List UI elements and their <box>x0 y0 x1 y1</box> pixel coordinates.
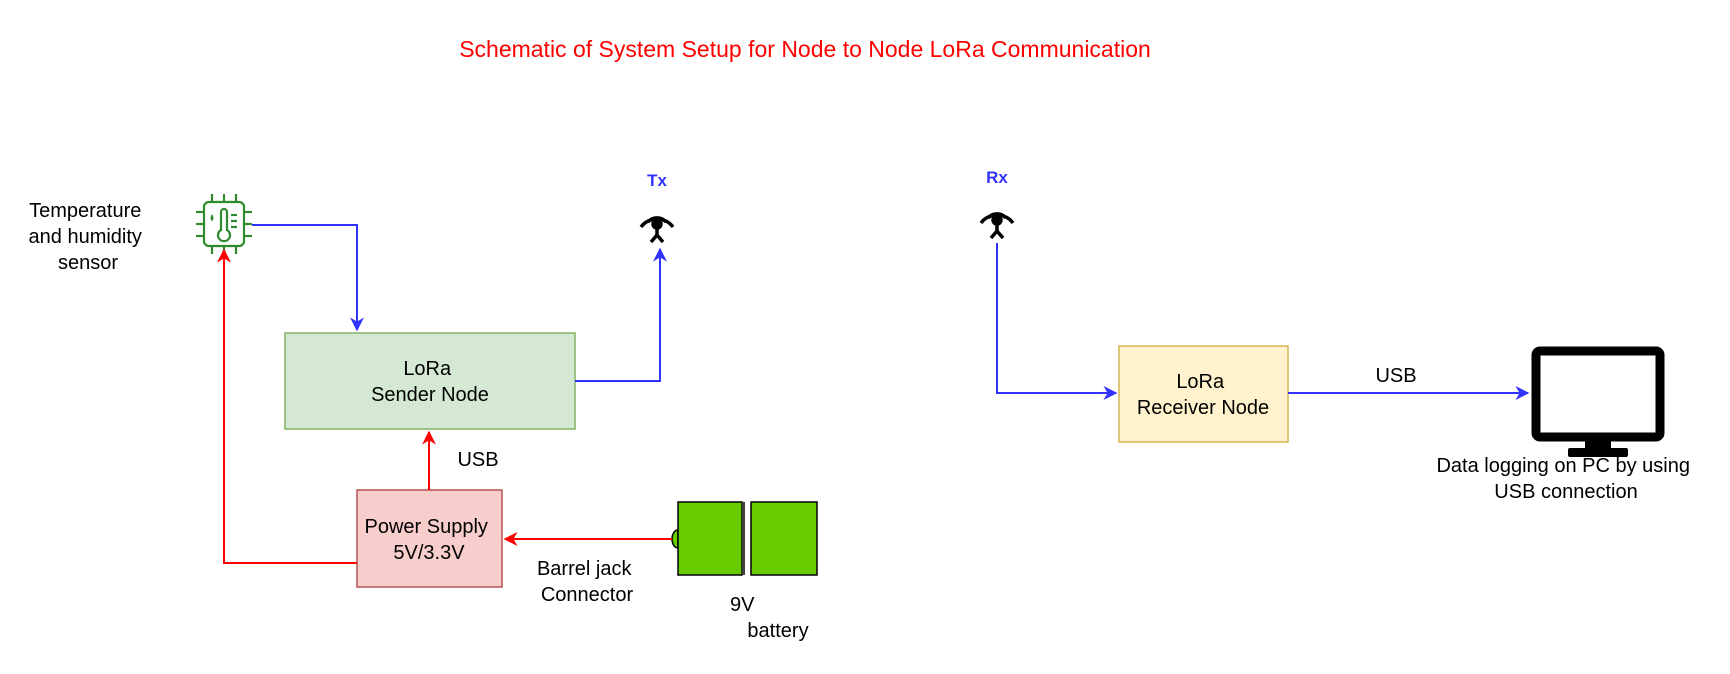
antenna-icon <box>979 212 1015 240</box>
usb-power-label: USB <box>457 449 498 471</box>
barrel-jack-label: Barrel jack Connector <box>537 558 637 606</box>
sensor-label: Temperature and humidity sensor <box>29 200 148 274</box>
receiver-node <box>1118 345 1289 443</box>
tx-label: Tx <box>647 171 667 190</box>
sender-node <box>284 332 576 430</box>
receiver-node-label: LoRa Receiver Node <box>1137 371 1269 419</box>
battery-icon <box>671 501 818 576</box>
sensor-to-sender-connector <box>252 224 364 332</box>
usb-pc-label: USB <box>1375 365 1416 387</box>
power-to-sensor-connector <box>217 248 357 564</box>
thermometer-chip-icon <box>196 194 252 254</box>
rx-label: Rx <box>986 168 1008 187</box>
battery-label: 9V battery <box>730 594 809 642</box>
pc-label: Data logging on PC by using USB connecti… <box>1436 455 1695 503</box>
sender-to-tx-connector <box>575 247 667 382</box>
sender-node-label: LoRa Sender Node <box>371 358 489 406</box>
monitor-icon <box>1531 346 1665 457</box>
rx-to-receiver-connector <box>996 243 1118 400</box>
power-supply <box>356 489 503 588</box>
diagram-title: Schematic of System Setup for Node to No… <box>459 36 1151 62</box>
antenna-icon <box>639 216 675 244</box>
power-supply-label: Power Supply 5V/3.3V <box>365 516 494 564</box>
